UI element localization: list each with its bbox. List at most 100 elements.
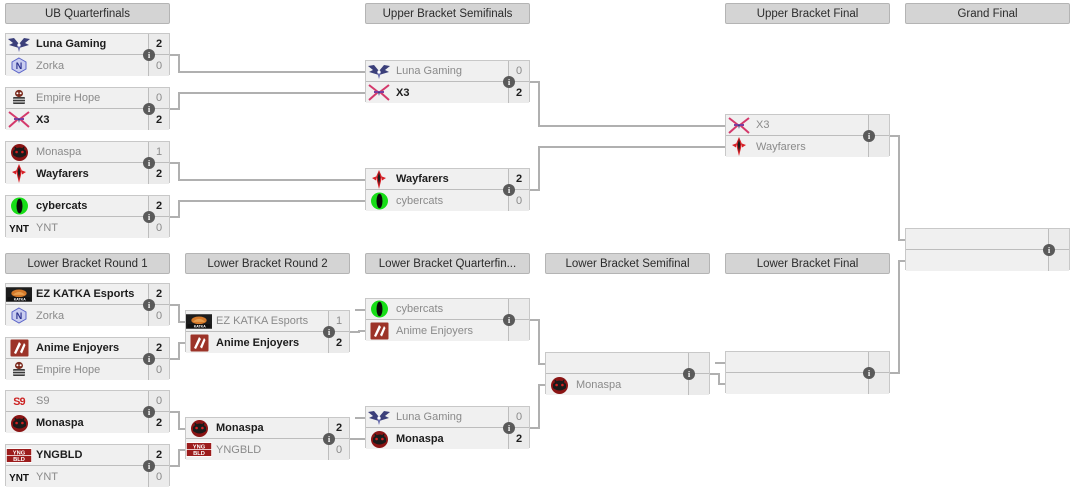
bracket-connector [170,108,178,110]
match-info-icon[interactable]: i [143,406,155,418]
bracket-connector [358,330,365,332]
team-row[interactable] [546,353,709,374]
team-name: Empire Hope [36,92,101,104]
match-info-icon[interactable]: i [143,157,155,169]
team-score: 2 [508,169,529,189]
team-name: YNT [36,221,58,234]
match-info-icon[interactable]: i [503,184,515,196]
match-info-icon[interactable]: i [683,368,695,380]
team-row[interactable]: Anime Enjoyers [366,320,529,341]
wayfarers-logo [366,169,392,189]
match-info-icon[interactable]: i [503,422,515,434]
bracket-connector [355,417,365,419]
x3-logo [366,83,392,102]
match-info-icon[interactable]: i [323,326,335,338]
team-row[interactable] [906,229,1069,250]
team-row[interactable] [726,373,889,394]
bracket-connector [178,71,365,73]
team-score: 2 [328,332,349,353]
bracket-connector [170,216,178,218]
team-row[interactable]: Monaspa [546,374,709,395]
match-info-icon[interactable]: i [503,76,515,88]
bracket-connector [178,304,180,323]
team-row[interactable]: Wayfarers [726,136,889,157]
luna-gaming-logo [6,35,32,54]
match-info-icon[interactable]: i [143,353,155,365]
team-score: 2 [148,196,169,216]
zorka-logo: N [6,306,32,325]
bracket-connector [178,200,180,218]
team-row[interactable]: X3 [726,115,889,136]
round-header-lower-bracket-quarterfinal: Lower Bracket Quarterfin... [365,253,530,274]
round-header-lower-bracket-semifinal: Lower Bracket Semifinal [545,253,710,274]
match-gf-1[interactable]: i [905,228,1070,271]
team-logo-placeholder [726,374,752,393]
match-lbf-1[interactable]: i [725,351,890,394]
match-info-icon[interactable]: i [863,367,875,379]
team-row[interactable] [906,250,1069,271]
team-name: Monaspa [396,432,444,445]
team-row[interactable]: cybercats [366,299,529,320]
match-info-icon[interactable]: i [143,49,155,61]
match-info-icon[interactable]: i [143,211,155,223]
match-info-icon[interactable]: i [1043,244,1055,256]
match-info-icon[interactable]: i [143,299,155,311]
team-name: Wayfarers [36,167,89,180]
team-score: 0 [328,439,349,460]
match-info-icon[interactable]: i [143,460,155,472]
bracket-connector [178,321,185,323]
match-info-icon[interactable]: i [503,314,515,326]
match-info-icon[interactable]: i [863,130,875,142]
match-info-icon[interactable]: i [143,103,155,115]
bracket-connector [178,411,180,430]
match-info-icon[interactable]: i [323,433,335,445]
bracket-connector [718,383,725,385]
team-row[interactable] [726,352,889,373]
bracket-connector [538,384,545,386]
